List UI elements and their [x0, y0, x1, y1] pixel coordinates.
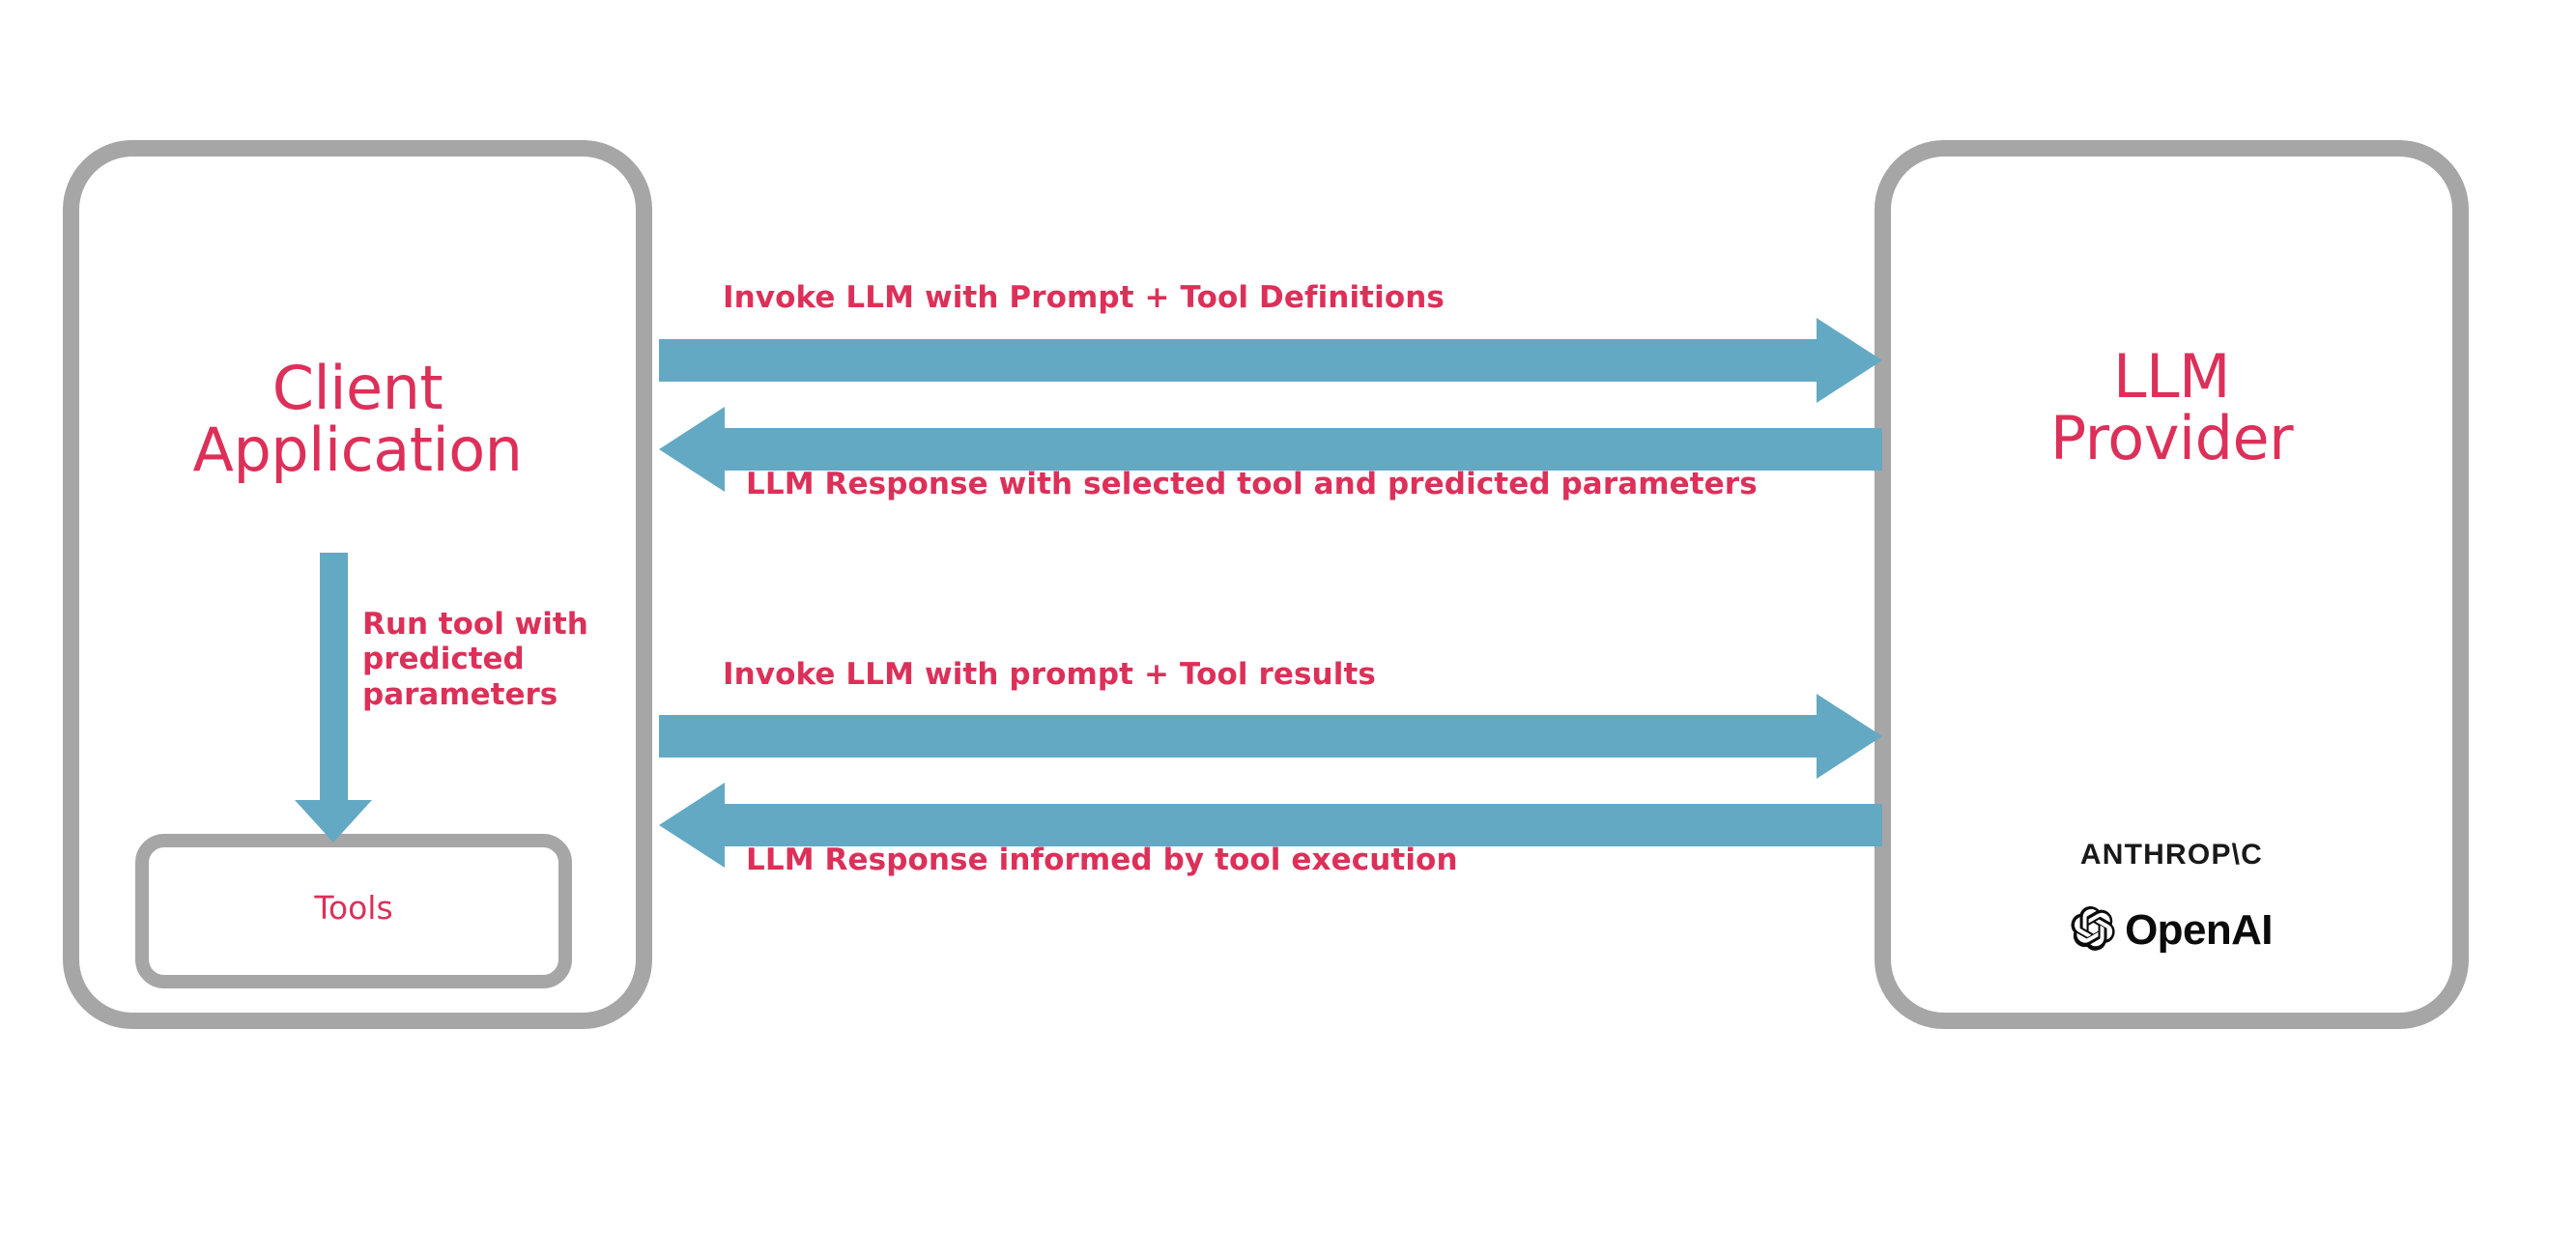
openai-logo: OpenAI: [1884, 905, 2459, 955]
client-application-title: Client Application: [192, 353, 523, 485]
openai-wordmark: OpenAI: [2125, 906, 2273, 954]
edge-label-invoke-with-tool-results: Invoke LLM with prompt + Tool results: [723, 657, 1376, 692]
arrow-invoke-with-tool-results: [659, 694, 1882, 779]
tools-box: [135, 834, 572, 988]
openai-knot-icon: [2071, 905, 2115, 955]
tools-label: Tools: [314, 889, 393, 927]
edge-label-run-tool: Run tool with predicted parameters: [362, 607, 588, 712]
arrow-invoke-with-tool-definitions: [659, 318, 1882, 403]
edge-label-invoke-with-tool-definitions: Invoke LLM with Prompt + Tool Definition…: [723, 280, 1445, 315]
anthropic-logo: ANTHROP\C: [2079, 839, 2264, 871]
edge-label-llm-response-selected-tool: LLM Response with selected tool and pred…: [746, 467, 1758, 501]
edge-label-llm-response-informed: LLM Response informed by tool execution: [746, 843, 1458, 877]
llm-provider-title: LLM Provider: [2049, 341, 2294, 473]
llm-provider-box: [1875, 140, 2469, 1029]
